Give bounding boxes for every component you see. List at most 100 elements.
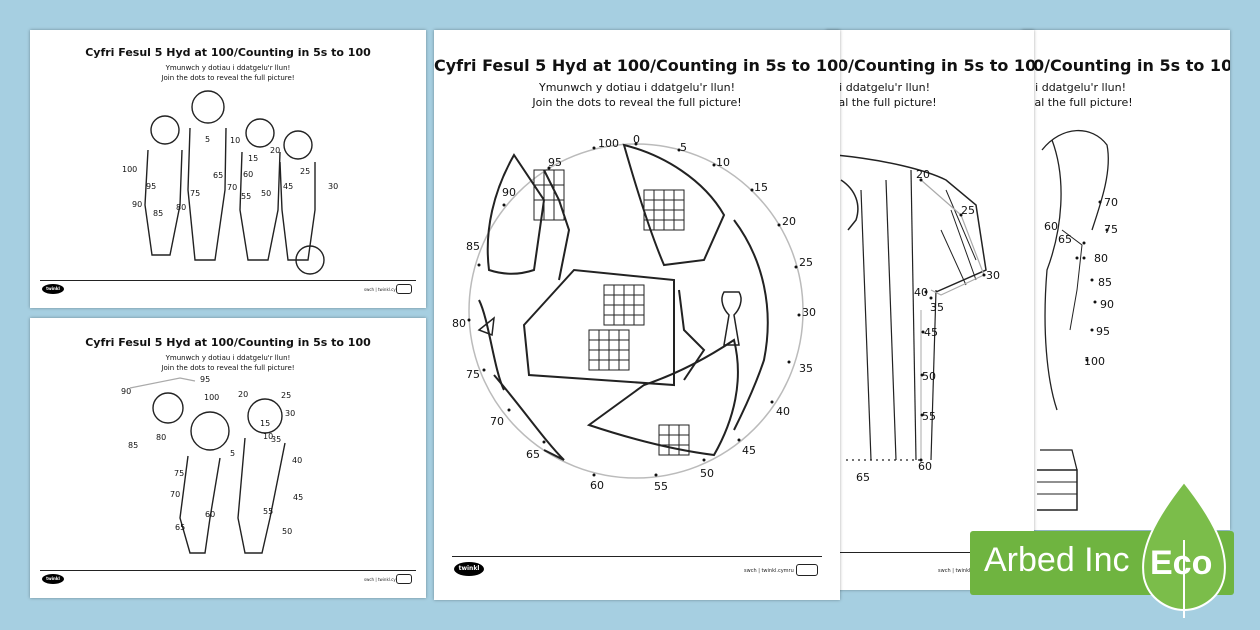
football-num-70: 70 (490, 415, 504, 428)
trophy-num-65: 65 (1058, 233, 1072, 246)
football-num-55: 55 (654, 480, 668, 493)
worksheet-trophy[interactable]: Cyfri Fesul 5 Hyd at 100/Counting in 5s … (1022, 30, 1230, 530)
leaf-icon (1142, 480, 1226, 618)
boys-num-55: 55 (263, 507, 273, 516)
children-num-85: 85 (153, 209, 163, 218)
worksheet-football[interactable]: Cyfri Fesul 5 Hyd at 100/Counting in 5s … (434, 30, 840, 600)
shirt-subtitle-welsh: Ymunwch y dotiau i ddatgelu'r llun! (826, 81, 931, 94)
football-footer-line (452, 556, 822, 557)
boys-footer-stamp (396, 574, 412, 584)
shirt-num-30: 30 (986, 269, 1000, 282)
football-subtitle-english: Join the dots to reveal the full picture… (532, 96, 742, 109)
football-num-50: 50 (700, 467, 714, 480)
boys-title: Cyfri Fesul 5 Hyd at 100/Counting in 5s … (85, 336, 371, 349)
football-num-30: 30 (802, 306, 816, 319)
shirt-num-50: 50 (922, 370, 936, 383)
boys-drawing: 5 10 15 20 25 30 35 40 45 50 55 60 65 70… (121, 375, 303, 554)
children-twinkl-logo: twinkl (42, 284, 64, 294)
boys-num-85: 85 (128, 441, 138, 450)
shirt-num-45: 45 (924, 326, 938, 339)
football-num-0: 0 (633, 133, 640, 146)
trophy-num-80: 80 (1094, 252, 1108, 265)
children-num-100: 100 (122, 165, 137, 174)
football-subtitle-welsh: Ymunwch y dotiau i ddatgelu'r llun! (538, 81, 736, 94)
shirt-num-60: 60 (918, 460, 932, 473)
boys-num-90: 90 (121, 387, 131, 396)
boys-num-35: 35 (271, 435, 281, 444)
football-num-80: 80 (452, 317, 466, 330)
boys-num-50: 50 (282, 527, 292, 536)
boys-num-20: 20 (238, 390, 248, 399)
trophy-num-90: 90 (1100, 298, 1114, 311)
boys-subtitle-welsh: Ymunwch y dotiau i ddatgelu'r llun! (165, 354, 291, 362)
football-num-20: 20 (782, 215, 796, 228)
boys-num-60: 60 (205, 510, 215, 519)
children-num-65: 65 (213, 171, 223, 180)
children-num-5: 5 (205, 135, 210, 144)
football-num-10: 10 (716, 156, 730, 169)
football-num-40: 40 (776, 405, 790, 418)
worksheet-shirt[interactable]: Cyfri Fesul 5 Hyd at 100/Counting in 5s … (826, 30, 1034, 590)
football-num-15: 15 (754, 181, 768, 194)
eco-badge-eco: Eco (1150, 544, 1213, 582)
boys-footer-text: swch | twinkl.cymru (364, 577, 404, 582)
children-num-75: 75 (190, 189, 200, 198)
boys-footer-line (40, 570, 416, 571)
boys-num-95: 95 (200, 375, 210, 384)
shirt-footer-text: swch | twinkl.cymru (938, 568, 988, 574)
football-num-60: 60 (590, 479, 604, 492)
football-num-85: 85 (466, 240, 480, 253)
children-num-50: 50 (261, 189, 271, 198)
football-num-95: 95 (548, 156, 562, 169)
boys-num-40: 40 (292, 456, 302, 465)
football-twinkl-logo: twinkl (454, 562, 484, 576)
trophy-num-100: 100 (1084, 355, 1105, 368)
football-num-90: 90 (502, 186, 516, 199)
trophy-num-75: 75 (1104, 223, 1118, 236)
children-drawing: 5 10 15 20 25 30 45 50 55 60 65 70 75 80… (122, 90, 338, 275)
trophy-subtitle-welsh: Ymunwch y dotiau i ddatgelu'r llun! (1022, 81, 1127, 94)
shirt-num-55: 55 (922, 410, 936, 423)
boys-num-10: 10 (263, 432, 273, 441)
shirt-title: Cyfri Fesul 5 Hyd at 100/Counting in 5s … (826, 56, 1034, 75)
boys-num-25: 25 (281, 391, 291, 400)
shirt-subtitle-english: Join the dots to reveal the full picture… (826, 96, 937, 109)
worksheet-children[interactable]: Cyfri Fesul 5 Hyd at 100/Counting in 5s … (30, 30, 426, 308)
football-title: Cyfri Fesul 5 Hyd at 100/Counting in 5s … (434, 56, 840, 75)
trophy-num-95: 95 (1096, 325, 1110, 338)
children-num-70: 70 (227, 183, 237, 192)
football-num-45: 45 (742, 444, 756, 457)
boys-num-100: 100 (204, 393, 219, 402)
football-num-75: 75 (466, 368, 480, 381)
boys-num-30: 30 (285, 409, 295, 418)
boys-num-5: 5 (230, 449, 235, 458)
trophy-subtitle-english: Join the dots to reveal the full picture… (1022, 96, 1133, 109)
worksheet-boys[interactable]: Cyfri Fesul 5 Hyd at 100/Counting in 5s … (30, 318, 426, 598)
children-footer-text: swch | twinkl.cymru (364, 287, 404, 292)
children-num-60: 60 (243, 170, 253, 179)
trophy-num-70: 70 (1104, 196, 1118, 209)
shirt-footer-line (836, 552, 1024, 553)
trophy-drawing: 70 75 60 65 80 85 90 95 100 (1037, 129, 1118, 511)
children-num-30: 30 (328, 182, 338, 191)
trophy-title: Cyfri Fesul 5 Hyd at 100/Counting in 5s … (1022, 56, 1230, 75)
shirt-drawing: 20 25 30 35 40 45 50 55 60 65 (835, 154, 1000, 484)
football-footer-text: swch | twinkl.cymru (744, 568, 794, 574)
children-num-20: 20 (270, 146, 280, 155)
football-num-25: 25 (799, 256, 813, 269)
children-footer-stamp (396, 284, 412, 294)
football-num-100: 100 (598, 137, 619, 150)
shirt-num-35: 35 (930, 301, 944, 314)
football-num-35: 35 (799, 362, 813, 375)
children-num-10: 10 (230, 136, 240, 145)
trophy-num-85: 85 (1098, 276, 1112, 289)
children-title: Cyfri Fesul 5 Hyd at 100/Counting in 5s … (85, 46, 371, 59)
boys-twinkl-logo: twinkl (42, 574, 64, 584)
children-num-80: 80 (176, 203, 186, 212)
children-num-15: 15 (248, 154, 258, 163)
children-num-95: 95 (146, 182, 156, 191)
boys-num-80: 80 (156, 433, 166, 442)
children-footer-line (40, 280, 416, 281)
shirt-num-20: 20 (916, 168, 930, 181)
boys-num-75: 75 (174, 469, 184, 478)
